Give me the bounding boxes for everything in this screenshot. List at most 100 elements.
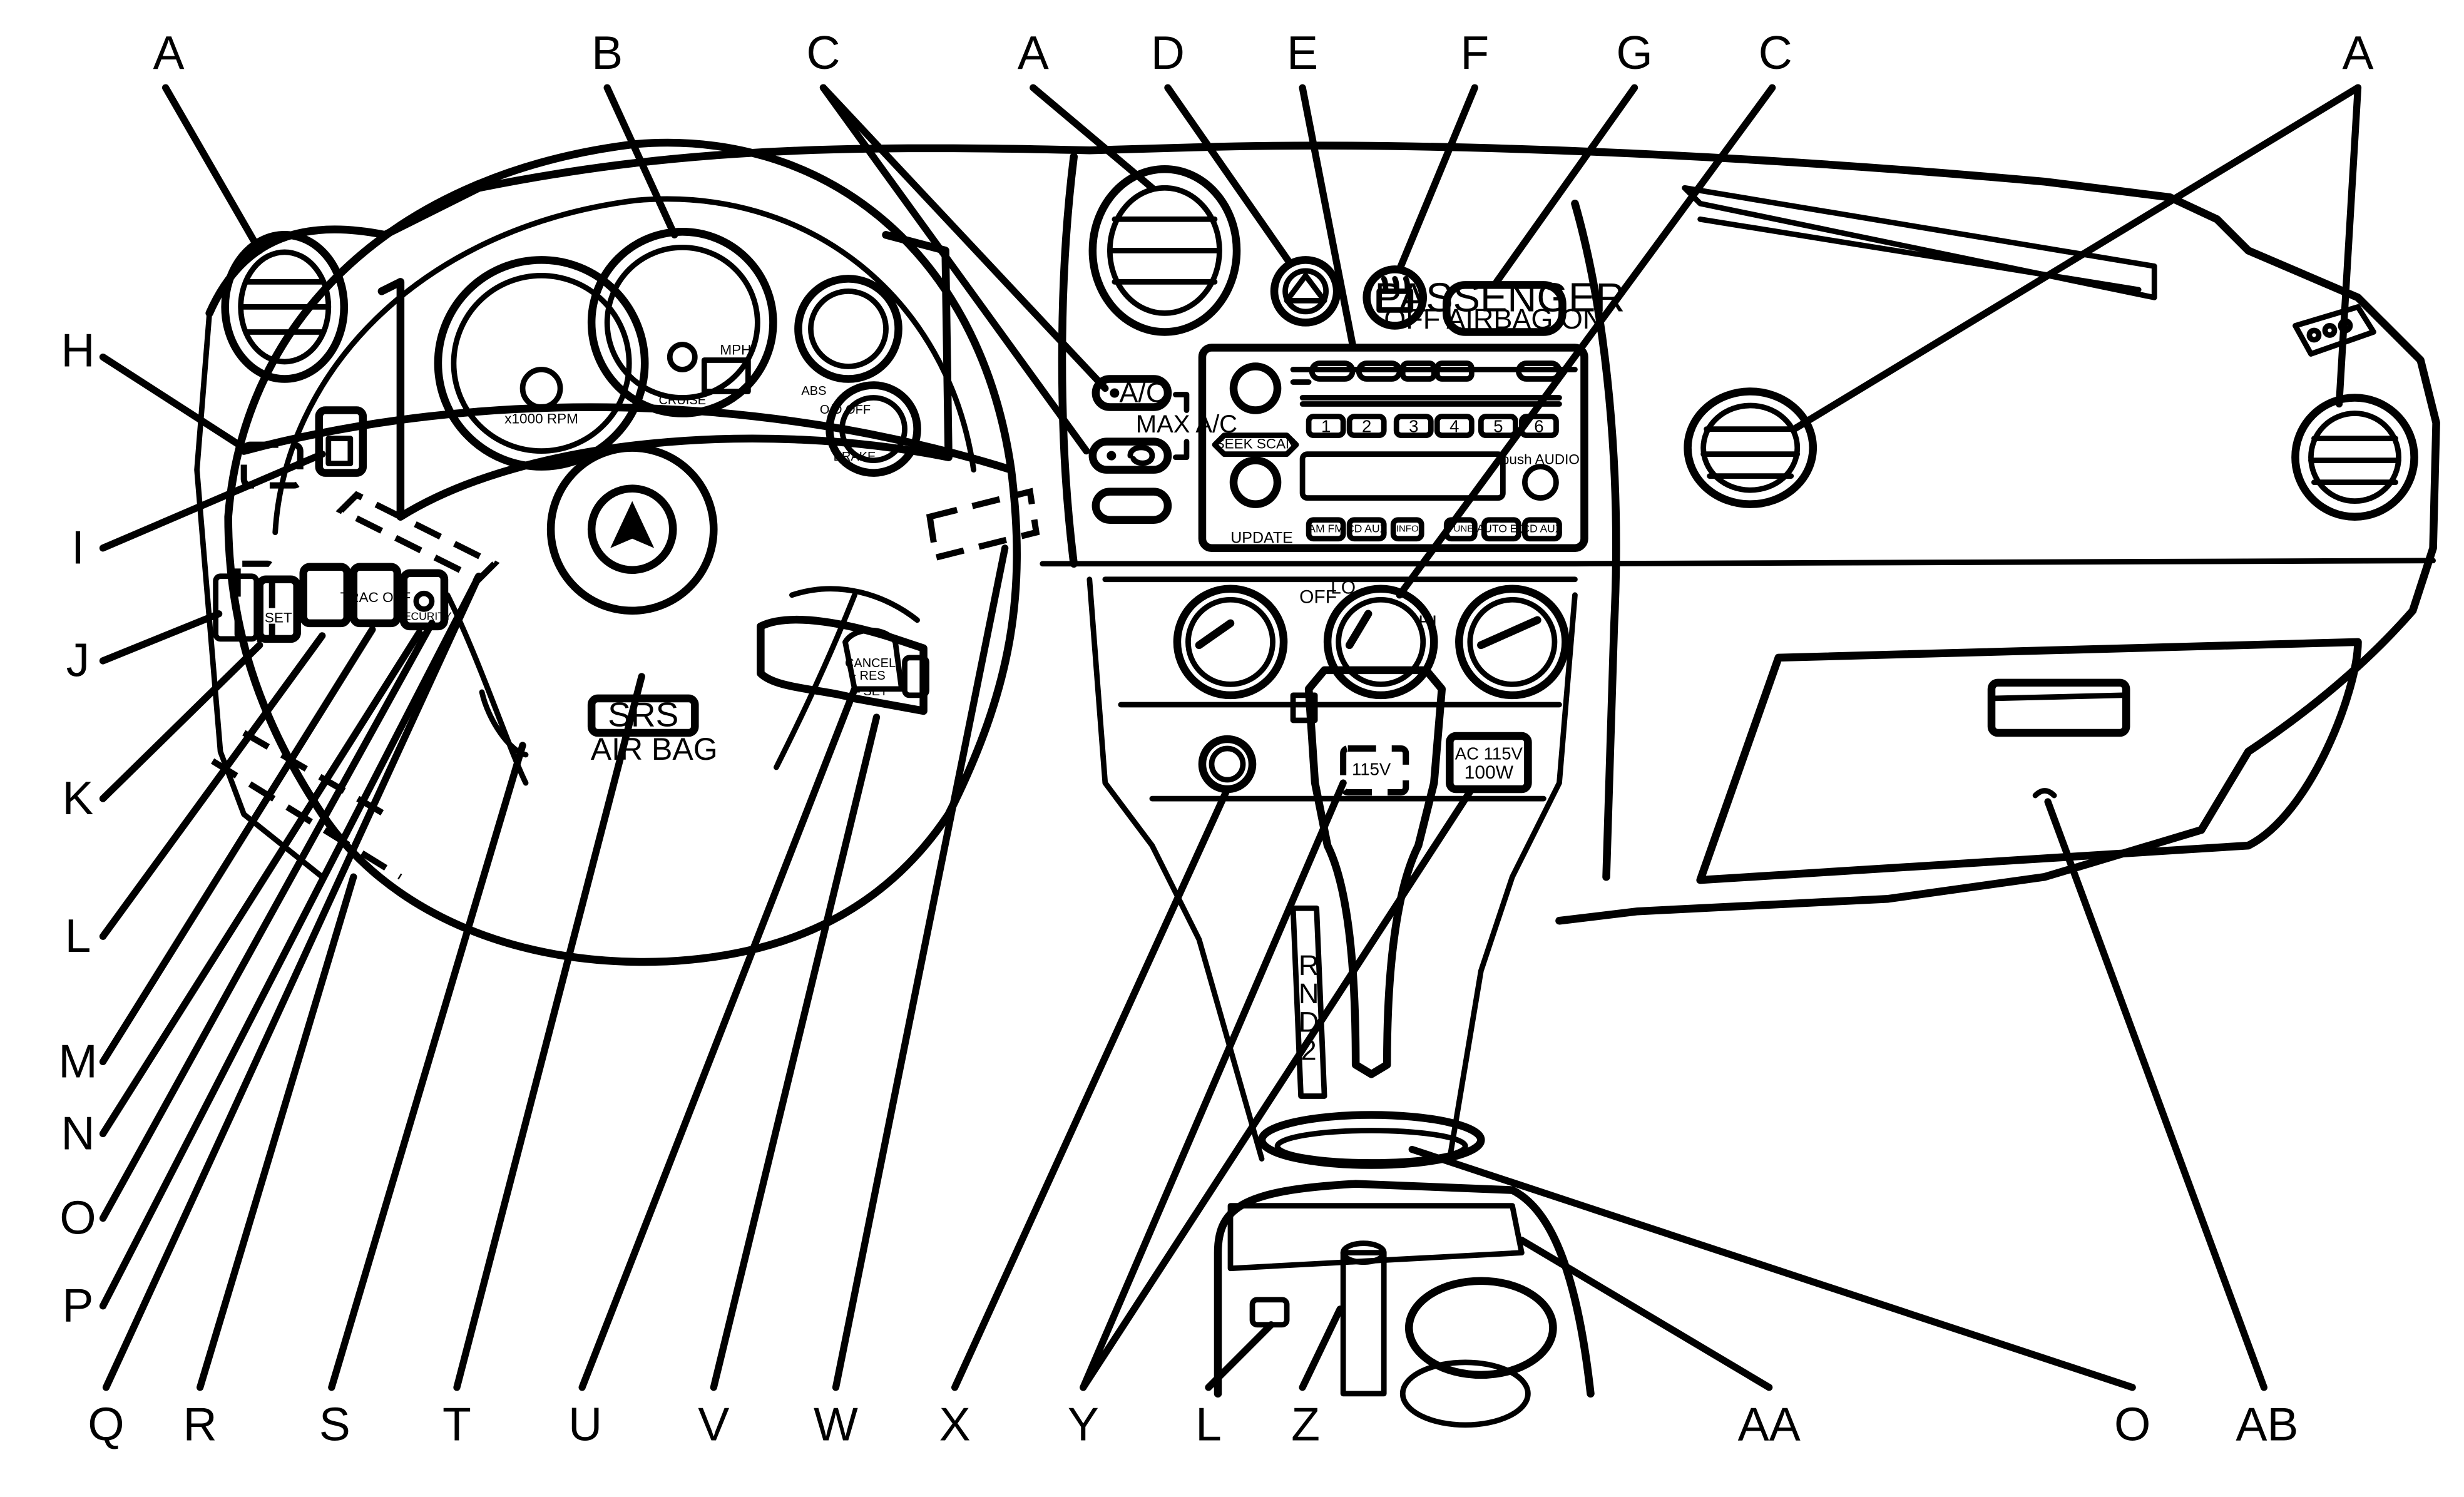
power-outlet-icon[interactable] — [1198, 735, 1257, 794]
svg-text:– SET: – SET — [853, 685, 888, 698]
radio-button-1[interactable] — [1309, 360, 1356, 382]
front-cupholder[interactable] — [1257, 1111, 1485, 1169]
steering-wheel[interactable] — [224, 138, 1021, 966]
blank-button[interactable] — [1091, 488, 1172, 524]
svg-text:N: N — [1299, 978, 1319, 1009]
left-outboard-vent-icon — [221, 231, 349, 383]
callout-top-2: B — [591, 26, 623, 79]
callout-bottom-12: AA — [1738, 1398, 1801, 1451]
callout-bottom-3: S — [319, 1398, 350, 1451]
svg-text:TRAC OFF: TRAC OFF — [340, 590, 411, 605]
svg-text:AUTO EQ: AUTO EQ — [1477, 522, 1526, 534]
preset-4-button[interactable] — [1434, 414, 1475, 438]
svg-text:R: R — [1299, 949, 1319, 981]
fan-speed-knob[interactable]: OFF LO HI — [1299, 578, 1438, 700]
callout-bottom-5: U — [568, 1398, 602, 1451]
svg-text:SEEK SCAN: SEEK SCAN — [1215, 436, 1296, 452]
glove-box[interactable] — [1696, 638, 2362, 884]
callout-top-9: C — [1759, 26, 1792, 79]
svg-text:SECURITY: SECURITY — [396, 610, 452, 622]
svg-text:LO: LO — [1331, 578, 1356, 598]
rear-cupholder[interactable] — [1404, 1277, 1557, 1379]
cruise-control-stalk[interactable]: CANCEL + RES – SET — [757, 616, 929, 715]
max-ac-bracket — [1173, 392, 1190, 460]
callout-left-8: O — [59, 1191, 96, 1244]
am-fm-button[interactable] — [1306, 517, 1346, 542]
preset-3-button[interactable] — [1393, 414, 1434, 438]
preset-2-button[interactable] — [1346, 414, 1387, 438]
svg-text:115V: 115V — [1352, 759, 1391, 779]
callout-top-4: A — [1018, 26, 1049, 79]
glove-box-handle[interactable] — [1987, 678, 2130, 737]
cd-aux-button[interactable] — [1346, 517, 1387, 542]
auto-eq-button[interactable] — [1481, 517, 1521, 542]
callout-labels-top: A B C A D E F G C A — [153, 26, 2374, 79]
lighting-switch[interactable] — [315, 406, 367, 477]
radio-unit: 1 2 3 4 5 6 SEEK SCAN push AUDIO UPDATE … — [1198, 344, 1588, 552]
svg-text:2: 2 — [1362, 416, 1371, 436]
fuel-gauge: ABS — [794, 275, 902, 398]
radio-button-4[interactable] — [1434, 360, 1475, 382]
callout-left-1: H — [61, 324, 95, 376]
callout-top-5: D — [1151, 26, 1185, 79]
svg-text:push AUDIO: push AUDIO — [1501, 452, 1580, 467]
radio-power-volume-knob[interactable] — [1229, 362, 1282, 414]
aux-input-jack[interactable] — [1249, 1297, 1290, 1328]
ac-outlet-indicator: 115V — [1340, 745, 1409, 796]
parking-brake-lever[interactable] — [1340, 1250, 1387, 1397]
callout-left-4: K — [62, 772, 93, 824]
gear-shifter[interactable] — [1290, 666, 1446, 1078]
push-audio-knob[interactable] — [1522, 464, 1559, 501]
dimmer-switch-outline — [234, 560, 275, 642]
speaker-sensor-icon — [1270, 256, 1341, 327]
svg-text:HI: HI — [1418, 612, 1437, 633]
callout-bottom-11: Z — [1291, 1398, 1320, 1451]
preset-5-button[interactable] — [1478, 414, 1518, 438]
callout-bottom-9: Y — [1068, 1398, 1099, 1451]
callout-top-6: E — [1287, 26, 1318, 79]
temperature-knob[interactable] — [1455, 585, 1570, 700]
callout-left-6: M — [58, 1035, 98, 1087]
wheel-upper-rim-overlap — [240, 403, 1015, 474]
svg-text:SRS: SRS — [608, 695, 678, 734]
rear-defrost-button[interactable] — [1362, 265, 1428, 330]
svg-text:1: 1 — [1321, 416, 1331, 436]
recirculation-button[interactable] — [1088, 437, 1172, 474]
callout-labels-left: H I J K L M N O P — [58, 324, 98, 1331]
svg-text:5: 5 — [1493, 416, 1503, 436]
blank-switch[interactable] — [299, 563, 352, 628]
svg-text:AM FM: AM FM — [1308, 522, 1343, 534]
svg-text:MPH: MPH — [720, 342, 751, 357]
center-left-vent-icon — [1088, 165, 1241, 336]
ac-button[interactable]: A/C — [1091, 375, 1172, 411]
ac-115v-outlet[interactable]: AC 115V 100W — [1446, 732, 1532, 794]
preset-1-button[interactable] — [1306, 414, 1346, 438]
max-ac-label: MAX A/C — [1136, 411, 1237, 438]
callout-labels-bottom: Q R S T U V W X Y L Z AA O AB — [88, 1398, 2298, 1451]
odometer-display — [701, 357, 751, 394]
svg-text:CD AUX: CD AUX — [1346, 522, 1387, 534]
svg-text:CANCEL: CANCEL — [845, 657, 896, 670]
cd-aux-2-button[interactable] — [1522, 517, 1562, 542]
svg-text:SET: SET — [265, 610, 292, 625]
rear-console — [1214, 1180, 1595, 1428]
security-button[interactable] — [399, 569, 449, 631]
pontiac-logo-icon — [610, 501, 655, 548]
radio-button-2[interactable] — [1356, 360, 1403, 382]
turn-signal-stalk[interactable] — [789, 586, 920, 623]
radio-button-3[interactable] — [1399, 360, 1437, 382]
trac-off-button[interactable] — [349, 563, 402, 628]
mode-knob[interactable] — [1173, 585, 1288, 700]
info-button[interactable] — [1390, 517, 1424, 542]
callout-top-7: F — [1460, 26, 1489, 79]
radio-tune-knob[interactable] — [1229, 456, 1282, 508]
svg-text:4: 4 — [1449, 416, 1459, 436]
svg-text:INFO: INFO — [1396, 524, 1419, 534]
svg-text:CRUISE: CRUISE — [658, 394, 706, 407]
callout-bottom-14: AB — [2236, 1398, 2298, 1451]
set-button[interactable] — [255, 575, 302, 643]
svg-text:ABS: ABS — [801, 384, 826, 398]
seek-scan-button[interactable] — [1212, 432, 1299, 457]
radio-button-5[interactable] — [1516, 360, 1562, 382]
